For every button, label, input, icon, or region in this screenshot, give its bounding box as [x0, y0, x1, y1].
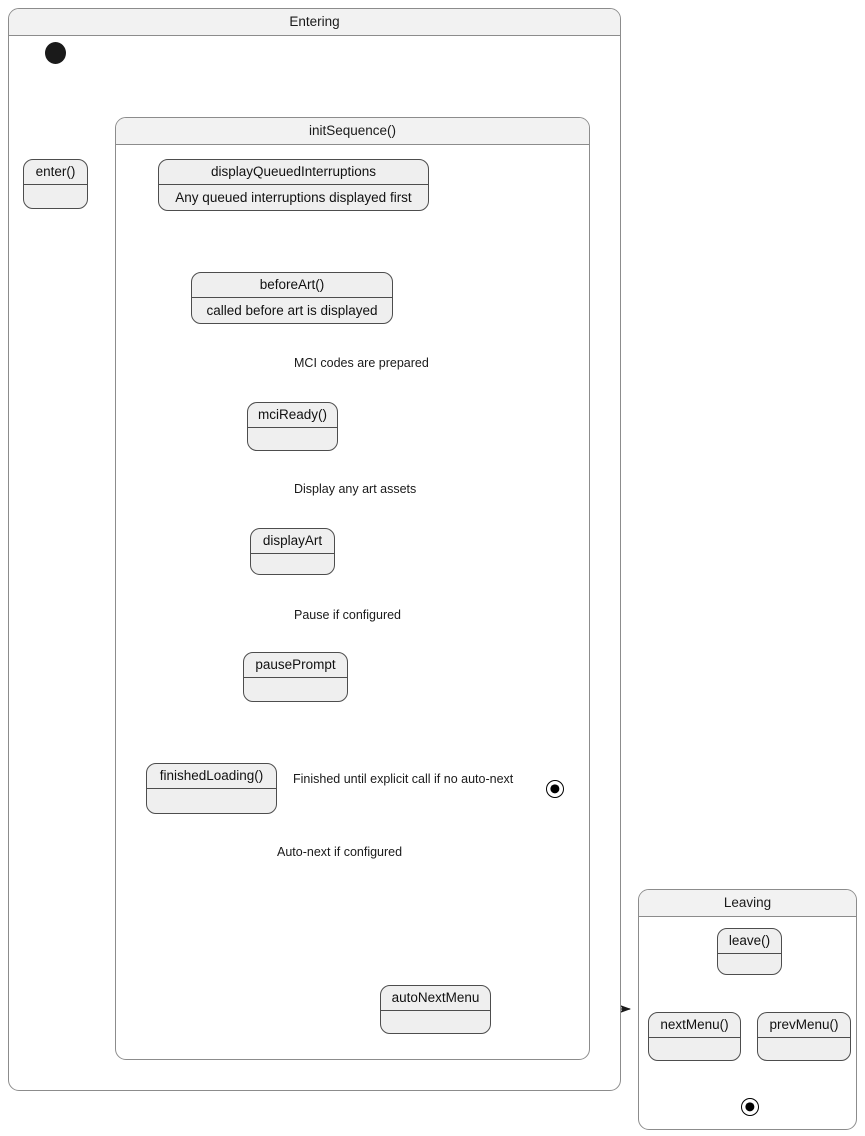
state-leave-name: leave() [718, 929, 781, 954]
state-displayart[interactable]: displayArt [250, 528, 335, 575]
composite-state-initsequence[interactable]: initSequence() [115, 117, 590, 1060]
state-enter[interactable]: enter() [23, 159, 88, 209]
state-finishedloading[interactable]: finishedLoading() [146, 763, 277, 814]
composite-state-leaving-title: Leaving [639, 890, 856, 917]
state-beforeart[interactable]: beforeArt() called before art is display… [191, 272, 393, 324]
final-state-leaving [741, 1098, 759, 1116]
final-state-entering [546, 780, 564, 798]
state-pauseprompt[interactable]: pausePrompt [243, 652, 348, 702]
transition-label-mci-codes-are-prepared: MCI codes are prepared [294, 356, 429, 370]
state-finishedloading-name: finishedLoading() [147, 764, 276, 789]
state-displayart-name: displayArt [251, 529, 334, 554]
state-beforeart-body: called before art is displayed [206, 303, 378, 318]
state-displayqueuedinterruptions-name: displayQueuedInterruptions [159, 160, 428, 185]
state-prevmenu[interactable]: prevMenu() [757, 1012, 851, 1061]
initial-pseudostate-entering [45, 42, 66, 64]
transition-label-auto-next-if-configured: Auto-next if configured [277, 845, 403, 859]
state-mciready[interactable]: mciReady() [247, 402, 338, 451]
transition-label-display-any-art-assets: Display any art assets [294, 482, 417, 496]
state-beforeart-name: beforeArt() [192, 273, 392, 298]
transition-label-finished-until-explicit-call: Finished until explicit call if no auto-… [293, 772, 514, 786]
state-pauseprompt-name: pausePrompt [244, 653, 347, 678]
state-enter-name: enter() [24, 160, 87, 185]
composite-state-leaving[interactable]: Leaving [638, 889, 857, 1130]
state-displayqueuedinterruptions-body: Any queued interruptions displayed first [175, 190, 412, 205]
state-prevmenu-name: prevMenu() [758, 1013, 850, 1038]
state-leave[interactable]: leave() [717, 928, 782, 975]
state-autonextmenu-name: autoNextMenu [381, 986, 490, 1011]
state-nextmenu-name: nextMenu() [649, 1013, 740, 1038]
state-autonextmenu[interactable]: autoNextMenu [380, 985, 491, 1034]
composite-state-entering-title: Entering [9, 9, 620, 36]
transition-label-pause-if-configured: Pause if configured [294, 608, 402, 622]
state-displayqueuedinterruptions[interactable]: displayQueuedInterruptions Any queued in… [158, 159, 429, 211]
composite-state-initsequence-title: initSequence() [116, 118, 589, 145]
state-mciready-name: mciReady() [248, 403, 337, 428]
state-nextmenu[interactable]: nextMenu() [648, 1012, 741, 1061]
